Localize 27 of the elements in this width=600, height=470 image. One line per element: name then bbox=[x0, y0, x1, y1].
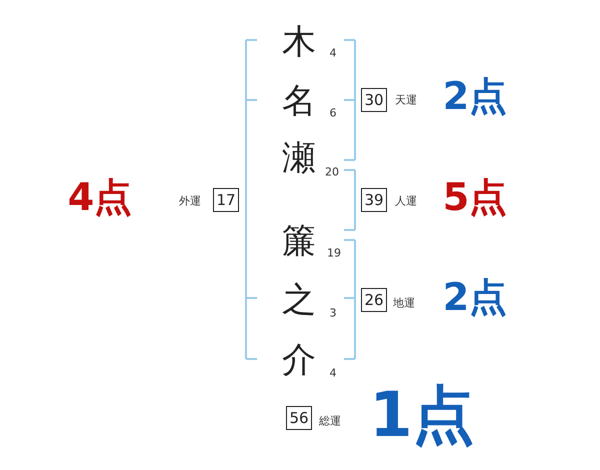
kanji-character: 瀬 bbox=[282, 141, 316, 175]
number-box: 26 bbox=[361, 288, 387, 312]
fortune-label: 外運 bbox=[179, 196, 201, 206]
fortune-label: 地運 bbox=[393, 298, 415, 308]
number-box: 56 bbox=[286, 406, 312, 430]
kanji-character: 簾 bbox=[282, 224, 316, 258]
kanji-character: 之 bbox=[282, 283, 316, 317]
score-text: 2点 bbox=[442, 77, 508, 115]
score-text: 2点 bbox=[442, 278, 508, 316]
fortune-label: 天運 bbox=[395, 94, 417, 106]
fortune-label: 人運 bbox=[395, 196, 417, 206]
number-box: 39 bbox=[361, 188, 387, 212]
number-box: 30 bbox=[361, 88, 387, 112]
stroke-count: 19 bbox=[327, 248, 341, 258]
stroke-count: 3 bbox=[330, 308, 336, 318]
stroke-count: 6 bbox=[330, 108, 336, 118]
score-text: 4点 bbox=[68, 178, 132, 216]
score-text: 1点 bbox=[369, 384, 475, 446]
score-text: 5点 bbox=[442, 178, 508, 216]
kanji-character: 介 bbox=[282, 343, 316, 377]
stroke-count: 4 bbox=[330, 368, 336, 378]
kanji-character: 木 bbox=[282, 25, 316, 59]
fortune-label: 総運 bbox=[319, 416, 341, 426]
number-box: 17 bbox=[213, 188, 239, 212]
stroke-count: 20 bbox=[325, 166, 339, 178]
kanji-character: 名 bbox=[282, 84, 316, 118]
stroke-count: 4 bbox=[330, 48, 336, 58]
